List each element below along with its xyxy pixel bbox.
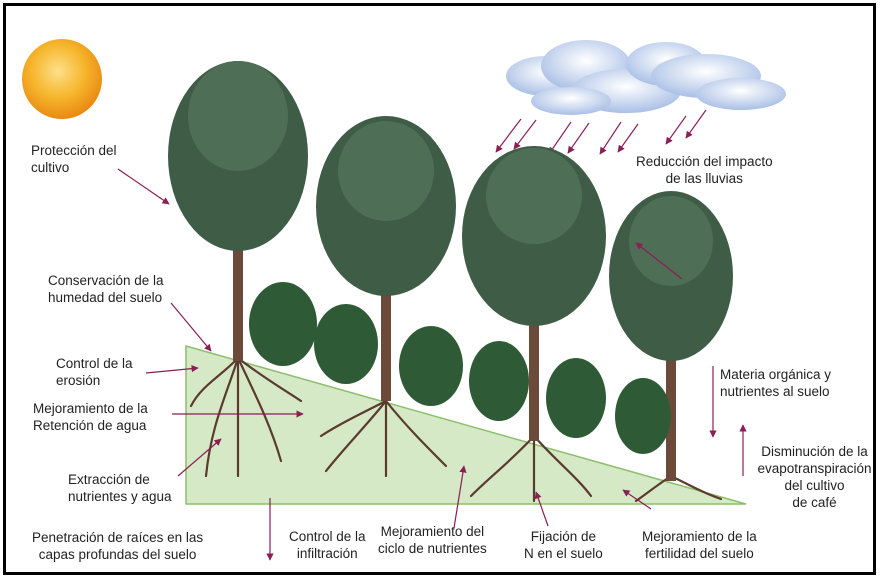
sun-icon xyxy=(22,39,102,119)
cloud-icon xyxy=(506,40,786,115)
